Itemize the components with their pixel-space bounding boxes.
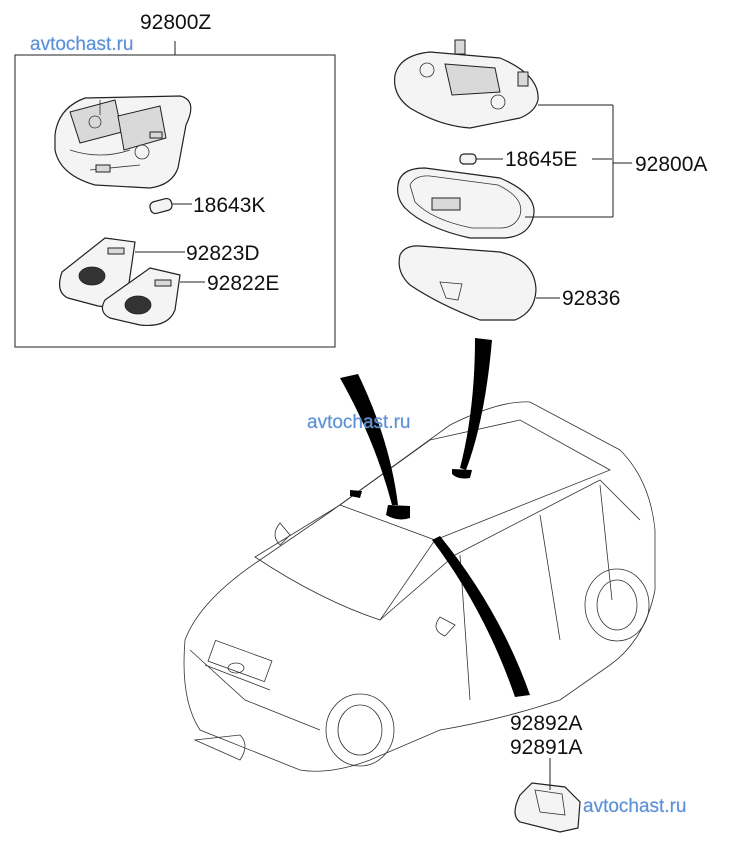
label-92836: 92836 xyxy=(562,287,621,310)
pointer-rear-lamp xyxy=(460,338,492,470)
label-18645E: 18645E xyxy=(505,148,578,171)
marker-front-lamp xyxy=(386,505,410,520)
watermark-top-left: avtochast.ru xyxy=(30,34,134,55)
bulb-18643K[interactable] xyxy=(149,197,192,215)
label-92800A: 92800A xyxy=(635,153,708,176)
label-92823D: 92823D xyxy=(186,242,260,265)
marker-map-lamp xyxy=(350,490,362,498)
label-92822E: 92822E xyxy=(207,272,280,295)
front-room-lamp-group-box xyxy=(14,41,336,348)
lens-92823D[interactable] xyxy=(58,237,185,308)
watermark-center: avtochast.ru xyxy=(307,412,411,433)
label-92892A: 92892A xyxy=(510,712,583,735)
watermark-bottom-right: avtochast.ru xyxy=(583,796,687,817)
assembly-bracket-92800A xyxy=(525,104,632,218)
door-courtesy-lamp[interactable] xyxy=(514,758,581,833)
marker-rear-lamp xyxy=(452,469,472,479)
front-room-lamp-housing[interactable] xyxy=(54,95,192,189)
rear-room-lamp-lens-frame[interactable] xyxy=(397,167,535,239)
lens-92822E[interactable] xyxy=(101,267,205,327)
location-pointers xyxy=(340,338,530,697)
pointer-door-lamp xyxy=(432,536,530,697)
rear-room-lamp-housing[interactable] xyxy=(393,39,539,129)
car-body xyxy=(183,401,656,772)
label-18643K: 18643K xyxy=(193,194,266,217)
pointer-front-lamp xyxy=(340,374,398,505)
label-92800Z: 92800Z xyxy=(140,11,212,34)
bulb-18645E[interactable] xyxy=(459,153,612,165)
label-92891A: 92891A xyxy=(510,736,583,759)
cover-92836[interactable] xyxy=(398,245,560,321)
